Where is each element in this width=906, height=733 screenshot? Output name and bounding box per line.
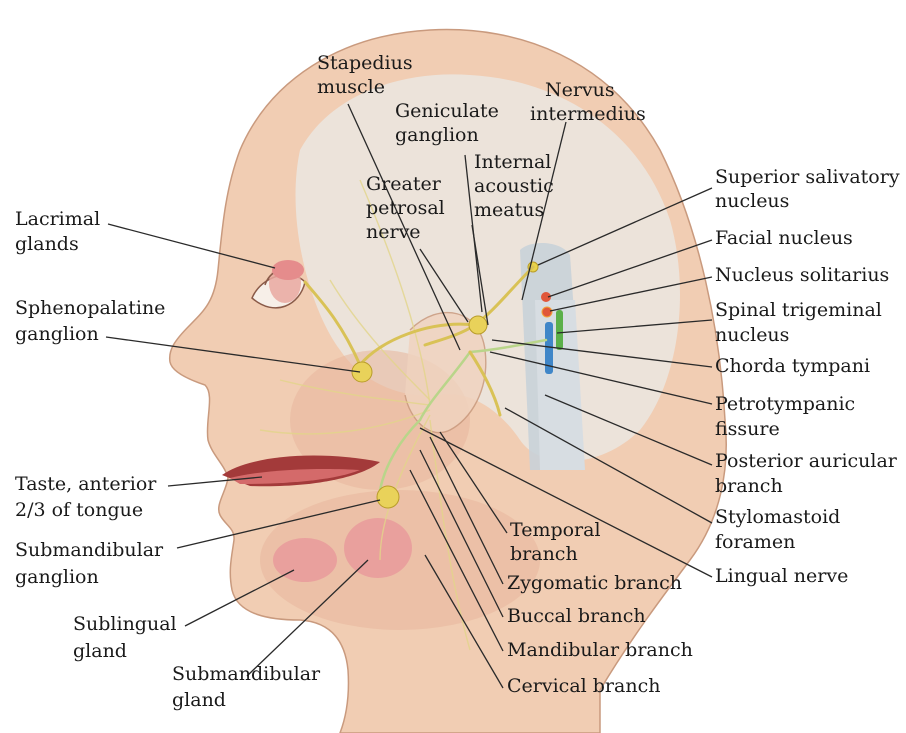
nucleus-solitarius-bar — [556, 310, 563, 350]
label-submandibular-ganglion: Submandibular ganglion — [15, 539, 169, 588]
label-nucleus-solitarius: Nucleus solitarius — [715, 264, 889, 286]
label-sphenopalatine-ganglion: Sphenopalatine ganglion — [15, 297, 171, 345]
label-petrotympanic-fissure: Petrotympanic fissure — [715, 393, 861, 440]
label-facial-nucleus: Facial nucleus — [715, 227, 853, 249]
label-chorda-tympani: Chorda tympani — [715, 355, 870, 377]
label-submandibular-gland: Submandibular gland — [172, 663, 326, 711]
label-buccal-branch: Buccal branch — [507, 605, 646, 627]
nucleus-solitarius-dot — [542, 307, 552, 317]
submandibular-gland-shape — [344, 518, 412, 578]
label-spinal-trigeminal-nucleus: Spinal trigeminal nucleus — [715, 299, 888, 346]
geniculate-ganglion-shape — [469, 316, 487, 334]
label-cervical-branch: Cervical branch — [507, 675, 660, 697]
label-superior-salivatory-nucleus: Superior salivatory nucleus — [715, 166, 906, 212]
sphenopalatine-ganglion-shape — [352, 362, 372, 382]
label-posterior-auricular-branch: Posterior auricular branch — [715, 450, 903, 497]
label-zygomatic-branch: Zygomatic branch — [507, 572, 682, 594]
label-sublingual-gland: Sublingual gland — [73, 613, 183, 662]
label-mandibular-branch: Mandibular branch — [507, 639, 693, 661]
label-taste-anterior-tongue: Taste, anterior 2/3 of tongue — [15, 473, 162, 521]
label-stylomastoid-foramen: Stylomastoid foramen — [715, 506, 846, 553]
label-lacrimal-glands: Lacrimal glands — [15, 208, 106, 255]
lacrimal-gland-shape — [272, 260, 304, 280]
label-lingual-nerve: Lingual nerve — [715, 565, 848, 587]
submandibular-ganglion-shape — [377, 486, 399, 508]
